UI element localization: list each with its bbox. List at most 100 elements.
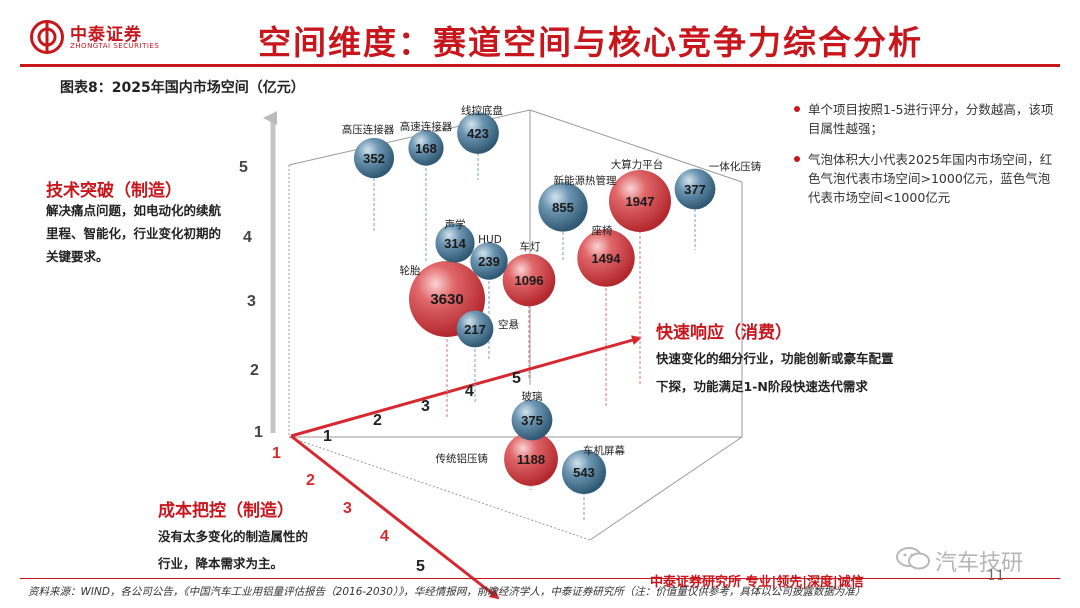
bubble-value-label: 543 xyxy=(573,465,595,480)
bubble-value-label: 423 xyxy=(467,126,489,141)
chart-caption: 图表8：2025年国内市场空间（亿元） xyxy=(60,80,305,96)
wechat-icon xyxy=(896,547,930,570)
bubble-circle xyxy=(609,170,671,232)
bubble: 1188 传统铝压铸 xyxy=(436,432,558,486)
bubble-value-label: 1188 xyxy=(517,452,545,467)
front-tick-1: 1 xyxy=(272,445,281,462)
zone-tech-title: 技术突破（制造） xyxy=(46,181,182,201)
bubble-circle xyxy=(502,253,556,307)
bubble: 423 线控底盘 xyxy=(457,104,503,154)
institute-slogan: 中泰证券研究所 专业|领先|深度|诚信 xyxy=(650,575,864,590)
bubble-name-label: 座椅 xyxy=(592,224,613,237)
bubble-circle xyxy=(577,229,635,287)
bubble: 239 HUD xyxy=(470,234,508,280)
bubble-circle xyxy=(511,399,553,441)
page-number: 11 xyxy=(987,568,1005,584)
zone-fast-desc-line1: 快速变化的细分行业，功能创新或豪车配置 xyxy=(656,351,894,366)
source-note: 资料来源：WIND，各公司公告，《中国汽车工业用铝量评估报告（2016-2030… xyxy=(28,586,866,598)
right-tick-5: 5 xyxy=(512,370,521,387)
bubble-circle xyxy=(456,310,494,348)
bubble-value-label: 1947 xyxy=(626,194,655,209)
bubble-value-label: 1494 xyxy=(592,251,622,266)
bubble-name-label: 声学 xyxy=(445,218,466,231)
bubble-name-label: 大算力平台 xyxy=(611,158,664,171)
bubble-name-label: 车机屏幕 xyxy=(583,444,625,457)
bubble-value-label: 352 xyxy=(363,151,385,166)
zone-cost-description: 没有太多变化的制造属性的 行业，降本需求为主。 xyxy=(158,523,358,577)
zone-cost-desc-line1: 没有太多变化的制造属性的 xyxy=(158,529,309,544)
bubble-circle xyxy=(457,112,499,154)
bubble-value-label: 239 xyxy=(478,254,500,269)
right-tick-3: 3 xyxy=(421,398,430,415)
bubble-name-label: 一体化压铸 xyxy=(709,160,762,173)
zone-fast-title: 快速响应（消费） xyxy=(656,323,792,343)
note-scoring: 单个项目按照1-5进行评分，分数越高，该项目属性越强； xyxy=(794,100,1058,138)
bubble-circle xyxy=(504,432,558,486)
bubble-name-label: 高速连接器 xyxy=(400,120,453,133)
bubble-name-label: 传统铝压铸 xyxy=(436,452,489,465)
logo-name: 中泰证券 xyxy=(70,25,142,45)
bubble-name-label: 高压连接器 xyxy=(342,123,395,136)
bubble: 168 高速连接器 xyxy=(400,120,453,166)
v-tick-5: 5 xyxy=(239,159,248,176)
bubble-value-label: 1096 xyxy=(515,273,544,288)
zone-fast-description: 快速变化的细分行业，功能创新或豪车配置 下探，功能满足1-N阶段快速迭代需求 xyxy=(656,345,976,401)
bubble: 375 玻璃 xyxy=(511,390,553,441)
bubble-value-label: 377 xyxy=(684,182,706,197)
bubble-value-label: 375 xyxy=(521,413,543,428)
right-tick-1: 1 xyxy=(323,428,332,445)
zone-fast-desc-line2: 下探，功能满足1-N阶段快速迭代需求 xyxy=(656,379,868,394)
page-title: 空间维度：赛道空间与核心竞争力综合分析 xyxy=(258,23,923,62)
watermark: 汽车技研 xyxy=(935,551,1024,576)
bubble-circle xyxy=(538,182,588,232)
v-tick-3: 3 xyxy=(247,293,256,310)
front-tick-3: 3 xyxy=(343,500,352,517)
front-axis xyxy=(290,434,500,600)
footer-divider xyxy=(20,578,1060,579)
front-tick-4: 4 xyxy=(380,528,389,545)
bubble-name-label: 车灯 xyxy=(520,240,541,253)
v-tick-2: 2 xyxy=(250,362,259,379)
bubble-name-label: 空悬 xyxy=(498,318,519,331)
v-tick-1: 1 xyxy=(254,424,263,441)
bubble-circle xyxy=(470,242,508,280)
v-tick-4: 4 xyxy=(243,229,252,246)
right-axis xyxy=(290,335,642,438)
bubble: 855 新能源热管理 xyxy=(538,174,617,232)
bubble-name-label: HUD xyxy=(478,234,502,246)
bubble-value-label: 855 xyxy=(552,200,574,215)
zone-cost-desc-line2: 行业，降本需求为主。 xyxy=(158,556,284,571)
bubble-circle xyxy=(353,137,395,179)
bubble: 543 车机屏幕 xyxy=(561,444,625,495)
front-tick-2: 2 xyxy=(306,472,315,489)
bubble-name-label: 线控底盘 xyxy=(461,104,503,117)
bubble-name-label: 玻璃 xyxy=(522,390,543,403)
bubble: 352 高压连接器 xyxy=(342,123,395,179)
right-tick-2: 2 xyxy=(373,412,382,429)
front-tick-5: 5 xyxy=(416,558,425,575)
right-tick-4: 4 xyxy=(465,383,474,400)
company-logo-icon xyxy=(30,20,64,54)
bubble: 217 空悬 xyxy=(456,310,519,348)
bubble-layer: 3630 轮胎 1947 大算力平台 1494 座椅 1188 传统铝压铸 1096 车灯 855 新… xyxy=(342,104,762,520)
bubble: 1947 大算力平台 xyxy=(609,158,671,232)
bubble: 314 声学 xyxy=(435,218,475,263)
bubble-name-label: 新能源热管理 xyxy=(554,174,617,187)
bubble-value-label: 217 xyxy=(464,322,486,337)
bubble-circle xyxy=(674,168,716,210)
bubble: 1494 座椅 xyxy=(577,224,635,287)
bubble-value-label: 168 xyxy=(415,141,437,156)
bubble-name-label: 轮胎 xyxy=(400,264,421,277)
bubble-circle xyxy=(435,223,475,263)
bubble-circle xyxy=(561,449,607,495)
bubble-value-label: 3630 xyxy=(430,291,463,308)
bubble-circle xyxy=(408,130,444,166)
title-divider xyxy=(20,64,1060,67)
box-frame xyxy=(288,109,743,541)
logo-english-name: ZHONGTAI SECURITIES xyxy=(70,42,160,50)
bubble-value-label: 314 xyxy=(444,236,466,251)
bubble: 1096 车灯 xyxy=(502,240,556,307)
zone-tech-description: 解决痛点问题，如电动化的续航里程、智能化，行业变化初期的关键要求。 xyxy=(46,203,222,264)
